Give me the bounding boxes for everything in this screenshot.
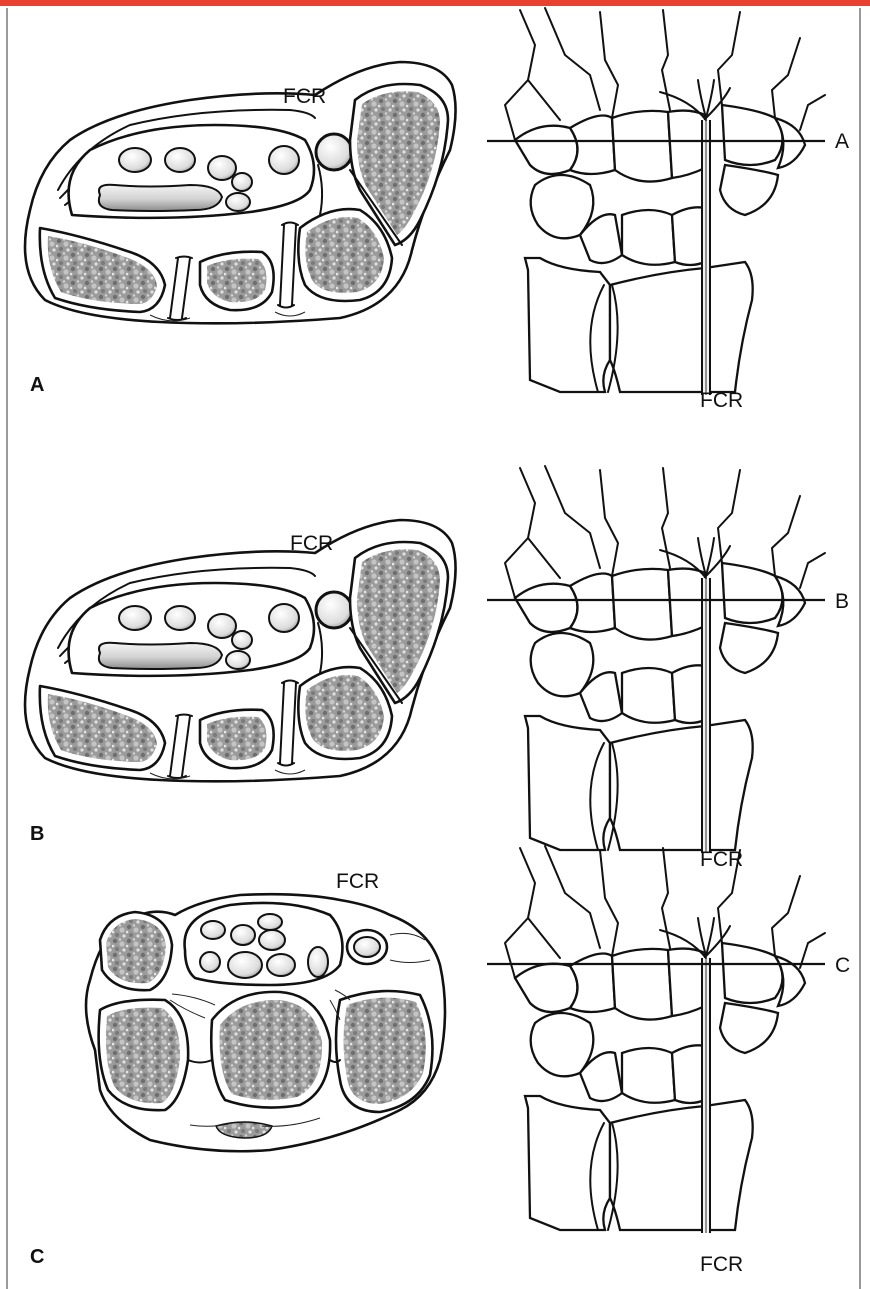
wrist-diagram-b	[505, 466, 825, 853]
cut-line-label-b: B	[835, 590, 849, 613]
fcr-label-wrist-b: FCR	[700, 848, 743, 871]
panel-label-a: A	[30, 374, 44, 396]
wrist-diagram-a	[505, 8, 825, 395]
panel-c	[86, 846, 825, 1233]
cross-section-c	[86, 894, 445, 1151]
fcr-label-wrist-c: FCR	[700, 1253, 743, 1276]
cut-line-label-a: A	[835, 130, 849, 153]
fcr-label-section-c: FCR	[336, 870, 379, 893]
cross-section-a	[25, 62, 456, 323]
panel-b	[25, 466, 825, 853]
panel-label-c: C	[30, 1246, 44, 1268]
cut-line-label-c: C	[835, 954, 850, 977]
panel-a	[25, 8, 825, 395]
cross-section-b	[25, 520, 456, 781]
panel-label-b: B	[30, 823, 44, 845]
fcr-label-section-b: FCR	[290, 532, 333, 555]
fcr-label-wrist-a: FCR	[700, 389, 743, 412]
wrist-diagram-c	[505, 846, 825, 1233]
fcr-label-section-a: FCR	[283, 85, 326, 108]
